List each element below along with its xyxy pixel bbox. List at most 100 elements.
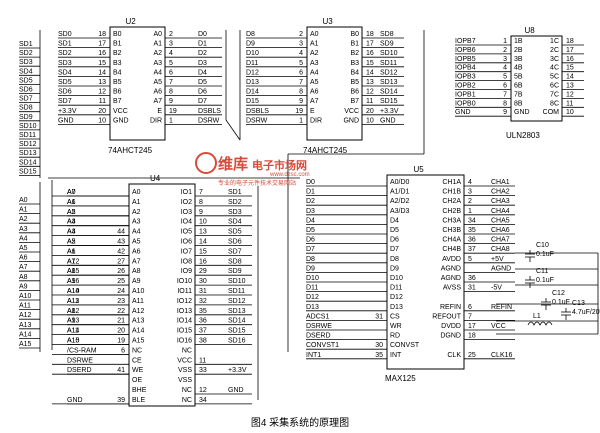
pin-number: 11: [199, 357, 206, 364]
pin-number: 34: [199, 397, 207, 404]
pin-name: B1: [350, 41, 359, 48]
net-label: A13: [67, 318, 80, 325]
pin-number: 3: [169, 41, 173, 48]
pin-number: 10: [199, 219, 207, 226]
net-label: A12: [67, 258, 80, 265]
pin-number: 36: [468, 237, 476, 244]
pin-number: 13: [366, 79, 374, 86]
pin-number: 12: [199, 387, 207, 394]
net-label: SD4: [58, 69, 72, 76]
pin-name: CONVST: [390, 342, 420, 349]
address-label: A4: [19, 235, 28, 242]
pin-name: IO13: [177, 308, 192, 315]
pin-number: 17: [468, 323, 476, 330]
net-label: SD5: [58, 79, 72, 86]
net-label: D9: [246, 41, 255, 48]
bus-label: SD13: [19, 150, 37, 157]
pin-number: 7: [199, 189, 203, 196]
pin-name: CH4A: [442, 237, 461, 244]
pin-name: A8: [132, 268, 141, 275]
pin-number: 6: [468, 304, 472, 311]
pin-name: GND: [113, 117, 129, 124]
net-label: D3: [198, 60, 207, 67]
net-label: DSRWE: [306, 323, 332, 330]
address-label: A14: [19, 331, 32, 338]
net-label: D5: [306, 227, 315, 234]
net-label: +5V: [491, 256, 504, 263]
address-label: A10: [19, 293, 32, 300]
pin-number: 37: [468, 246, 476, 253]
net-label: D3: [306, 208, 315, 215]
pin-name: 2B: [514, 47, 523, 54]
net-label: A14: [67, 288, 80, 295]
pin-number: 21: [117, 318, 125, 325]
net-label: GND: [58, 117, 74, 124]
net-label: D7: [198, 98, 207, 105]
net-label: GND: [228, 387, 244, 394]
pin-number: 19: [295, 108, 303, 115]
pin-name: 7C: [550, 91, 559, 98]
pin-name: A5: [153, 79, 162, 86]
pin-number: 13: [199, 229, 207, 236]
u3-ref: U3: [323, 17, 334, 26]
pin-number: 8: [503, 100, 507, 107]
pin-number: 19: [117, 338, 125, 345]
pin-number: 35: [468, 227, 476, 234]
pin-name: A13: [132, 318, 145, 325]
pin-number: 11: [566, 100, 573, 107]
net-label: GND: [455, 109, 471, 116]
pin-name: CH3B: [442, 227, 461, 234]
net-label: A14: [67, 328, 80, 335]
pin-name: AGND: [441, 265, 461, 272]
net-label: INT1: [306, 352, 321, 359]
pin-number: 43: [117, 239, 125, 246]
net-label: -5V: [491, 285, 502, 292]
net-label: SD10: [380, 50, 398, 57]
net-label: A2: [67, 209, 76, 216]
pin-number: 4: [468, 179, 472, 186]
net-label: A11: [67, 328, 79, 335]
u2-block: [109, 26, 166, 141]
pin-number: 7: [503, 91, 507, 98]
bus-label: SD2: [19, 50, 33, 57]
net-label: CHA5: [491, 217, 510, 224]
pin-name: DVDD: [441, 323, 461, 330]
net-label: A6: [67, 199, 76, 206]
pin-name: IO10: [177, 278, 192, 285]
net-label: SD6: [228, 239, 242, 246]
net-label: SD13: [228, 308, 246, 315]
pin-name: A4: [310, 69, 319, 76]
net-label: D0: [306, 179, 315, 186]
u8-part: ULN2803: [506, 131, 540, 140]
bus-label: SD3: [19, 59, 33, 66]
pin-name: GND: [514, 109, 530, 116]
pin-name: 6B: [514, 83, 523, 90]
net-label: SD9: [380, 41, 394, 48]
net-label: SD11: [228, 288, 245, 295]
pin-number: 15: [366, 60, 374, 67]
pin-name: A5: [132, 239, 141, 246]
pin-number: 2: [468, 198, 472, 205]
pin-name: A2: [153, 50, 162, 57]
cap-value: 0.1uF: [536, 251, 554, 258]
pin-number: 18: [366, 31, 374, 38]
net-label: A3: [67, 229, 76, 236]
pin-number: 12: [366, 89, 374, 96]
pin-number: 12: [566, 91, 574, 98]
pin-number: 16: [366, 50, 374, 57]
net-label: DSERD: [67, 367, 92, 374]
pin-name: VCC: [177, 357, 192, 364]
pin-name: NC: [182, 387, 192, 394]
pin-number: 24: [117, 288, 125, 295]
pin-name: A0/D0: [390, 179, 410, 186]
net-label: SD0: [58, 31, 72, 38]
pin-name: DIR: [310, 117, 322, 124]
net-label: A5: [67, 239, 76, 246]
net-label: SD7: [228, 248, 242, 255]
pin-name: NC: [132, 347, 142, 354]
net-label: DSRW: [198, 117, 220, 124]
pin-number: 18: [98, 31, 106, 38]
net-label: D1: [198, 41, 207, 48]
pin-name: 8C: [550, 100, 559, 107]
